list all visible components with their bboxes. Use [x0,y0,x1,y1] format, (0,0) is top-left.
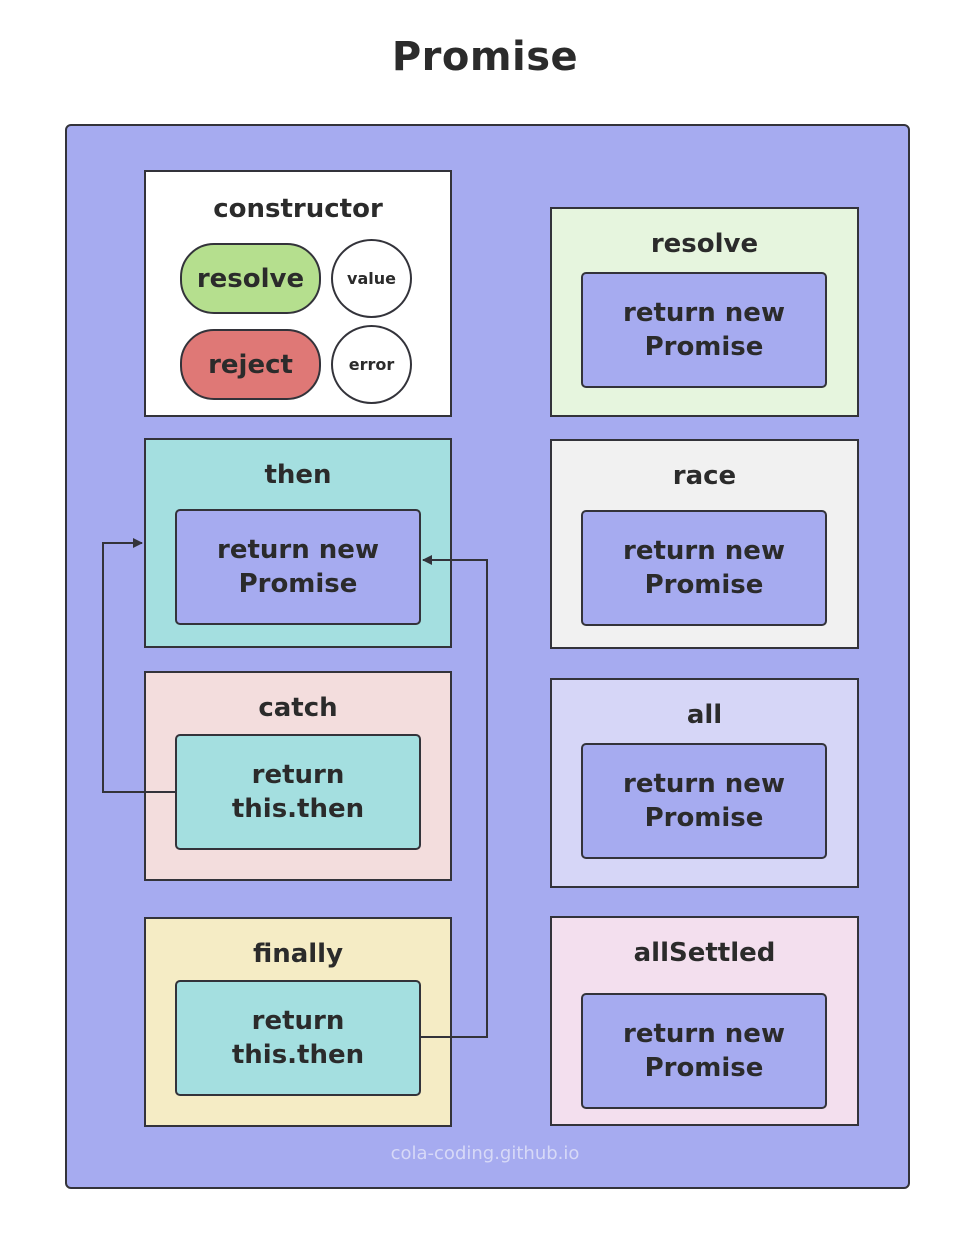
catch-body: return this.then [175,734,421,850]
finally-body: return this.then [175,980,421,1096]
reject-pill: reject [180,329,321,400]
then-label: then [264,460,332,490]
resolve-body: return new Promise [581,272,827,388]
resolve-pill: resolve [180,243,321,314]
finally-label: finally [252,939,344,969]
resolve-label: resolve [650,229,759,259]
value-circle: value [331,239,412,318]
watermark: cola-coding.github.io [390,1143,580,1164]
all-body: return new Promise [581,743,827,859]
allsettled-body: return new Promise [581,993,827,1109]
all-label: all [686,700,723,730]
race-body: return new Promise [581,510,827,626]
error-circle: error [331,325,412,404]
catch-label: catch [258,693,338,723]
race-label: race [672,461,737,491]
diagram-title: Promise [391,34,579,80]
then-body: return new Promise [175,509,421,625]
allsettled-label: allSettled [633,938,776,968]
constructor-label: constructor [213,194,383,224]
